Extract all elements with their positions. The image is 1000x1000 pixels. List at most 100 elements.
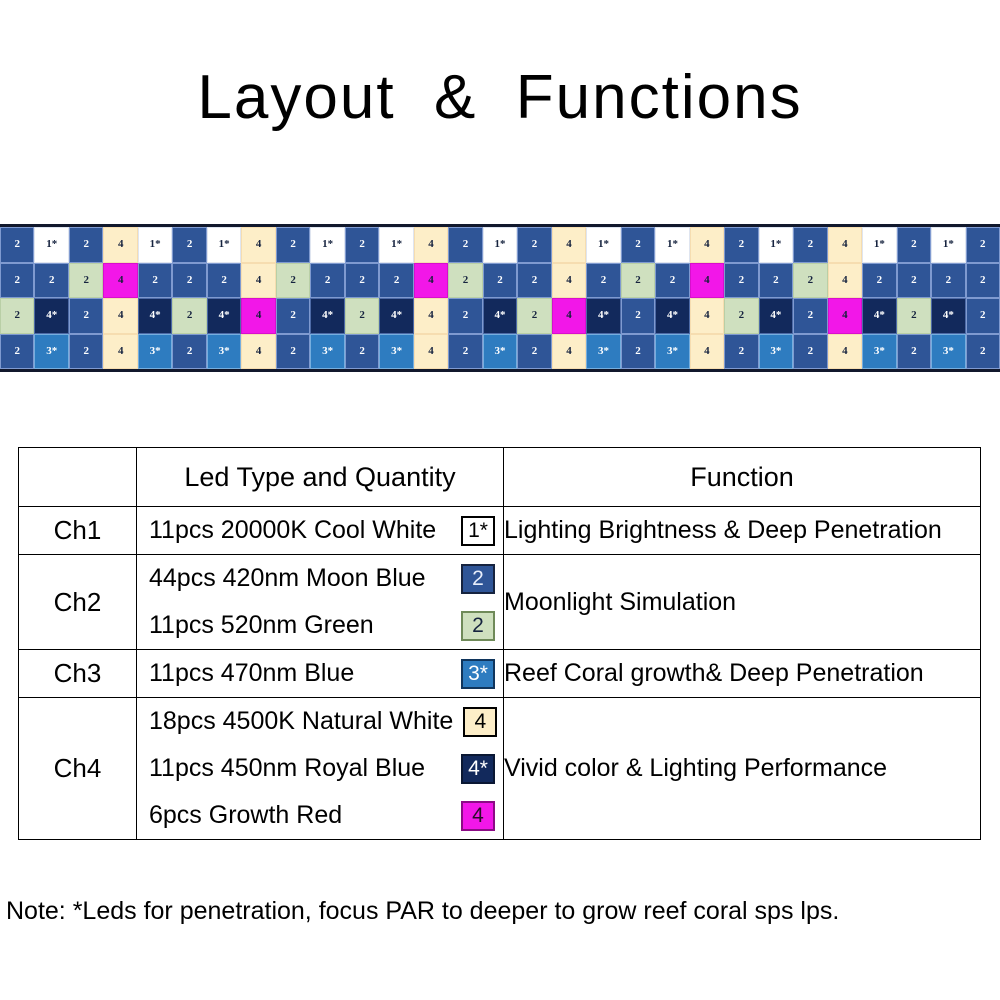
- led-cell: 2: [379, 262, 414, 298]
- led-cell-label: 4: [255, 309, 262, 322]
- led-cell: 1*: [931, 227, 966, 263]
- led-cell-label: 4*: [46, 309, 58, 322]
- led-cell: 2: [310, 262, 345, 298]
- led-cell-label: 2: [980, 309, 986, 322]
- led-cell-label: 2: [635, 238, 641, 251]
- function-text: Vivid color & Lighting Performance: [503, 697, 981, 840]
- led-cell-label: 2: [773, 273, 779, 286]
- led-cell: 2: [0, 227, 35, 263]
- channel-label: Ch4: [18, 697, 137, 840]
- function-text: Lighting Brightness & Deep Penetration: [503, 506, 981, 555]
- led-cell: 4: [689, 227, 725, 263]
- led-cell: 2: [620, 298, 656, 334]
- led-cell: 2: [862, 262, 897, 298]
- led-cell: 2: [965, 298, 1000, 334]
- led-cell-label: 4*: [597, 309, 609, 322]
- led-type-text: 18pcs 4500K Natural White: [149, 707, 454, 735]
- led-cell: 4: [827, 262, 863, 298]
- led-cell: 1*: [206, 227, 242, 263]
- led-cell: 4: [551, 333, 587, 369]
- led-type-text: 44pcs 420nm Moon Blue: [149, 564, 426, 592]
- led-cell: 2: [344, 262, 380, 298]
- led-cell-label: 2: [359, 344, 365, 357]
- led-cell: 4: [689, 298, 725, 334]
- led-cell-label: 2: [290, 309, 296, 322]
- led-cell: 1*: [758, 227, 794, 263]
- led-cell: 3*: [482, 333, 518, 369]
- led-cell-label: 2: [738, 309, 745, 322]
- led-cell: 2: [68, 227, 104, 263]
- led-color-chip: 4: [461, 800, 495, 831]
- led-cell-label: 1*: [597, 238, 609, 251]
- led-cell: 4: [103, 262, 138, 298]
- led-type-cell: 18pcs 4500K Natural White 4 11pcs 450nm Ro…: [136, 697, 504, 840]
- led-cell: 1*: [379, 227, 414, 263]
- led-cell: 2: [965, 333, 1000, 369]
- led-cell: 3*: [758, 333, 794, 369]
- led-cell: 2: [275, 262, 311, 298]
- channel-label: Ch1: [18, 506, 137, 555]
- led-cell-label: 2: [324, 273, 331, 286]
- led-cell-label: 2: [911, 273, 917, 286]
- led-cell: 2: [68, 262, 104, 298]
- led-cell: 2: [620, 262, 656, 298]
- led-cell-label: 2: [14, 309, 20, 322]
- led-cell: 4*: [655, 298, 690, 334]
- led-cell: 2: [586, 262, 621, 298]
- led-cell-label: 2: [290, 238, 296, 251]
- led-cell: 4: [103, 227, 138, 263]
- led-cell: 4*: [137, 298, 173, 334]
- led-cell-label: 1*: [873, 238, 885, 251]
- led-cell: 4*: [862, 298, 897, 334]
- led-cell: 2: [448, 262, 483, 298]
- led-cell: 2: [724, 298, 759, 334]
- led-cell: 3*: [655, 333, 690, 369]
- led-cell: 2: [517, 333, 552, 369]
- led-cell-label: 4: [255, 238, 262, 251]
- led-cell-label: 4*: [149, 309, 161, 322]
- led-cell: 4: [241, 262, 276, 298]
- led-cell: 2: [620, 227, 656, 263]
- led-cell: 2: [344, 298, 380, 334]
- led-cell-label: 4: [255, 344, 262, 357]
- led-cell: 2: [793, 227, 828, 263]
- led-cell-label: 3*: [873, 344, 885, 357]
- led-cell-label: 2: [48, 273, 55, 286]
- led-cell: 4*: [310, 298, 345, 334]
- led-cell-label: 4*: [873, 309, 885, 322]
- led-cell-label: 1*: [494, 238, 506, 251]
- led-cell: 2: [448, 227, 483, 263]
- led-cell: 2: [793, 298, 828, 334]
- led-cell: 1*: [862, 227, 897, 263]
- led-cell-label: 2: [980, 344, 986, 357]
- led-cell: 2: [965, 227, 1000, 263]
- led-cell-label: 2: [807, 309, 814, 322]
- led-cell: 4: [103, 298, 138, 334]
- led-cell: 2: [758, 262, 794, 298]
- led-type-text: 11pcs 520nm Green: [149, 611, 374, 639]
- led-cell-label: 4*: [942, 309, 954, 322]
- led-cell: 1*: [310, 227, 345, 263]
- function-text: Moonlight Simulation: [503, 554, 981, 650]
- led-cell-label: 2: [186, 309, 193, 322]
- led-cell: 3*: [862, 333, 897, 369]
- led-color-chip: 4: [463, 706, 498, 737]
- led-color-chip: 1*: [461, 515, 495, 546]
- led-cell: 1*: [137, 227, 173, 263]
- led-cell: 2: [275, 227, 311, 263]
- led-cell: 2: [448, 298, 483, 334]
- led-cell: 4*: [482, 298, 518, 334]
- led-cell: 3*: [34, 333, 69, 369]
- led-cell-label: 2: [531, 309, 538, 322]
- led-cell: 2: [0, 333, 35, 369]
- function-text: Reef Coral growth& Deep Penetration: [503, 649, 981, 698]
- led-cell: 4: [241, 298, 276, 334]
- led-cell-label: 2: [290, 273, 296, 286]
